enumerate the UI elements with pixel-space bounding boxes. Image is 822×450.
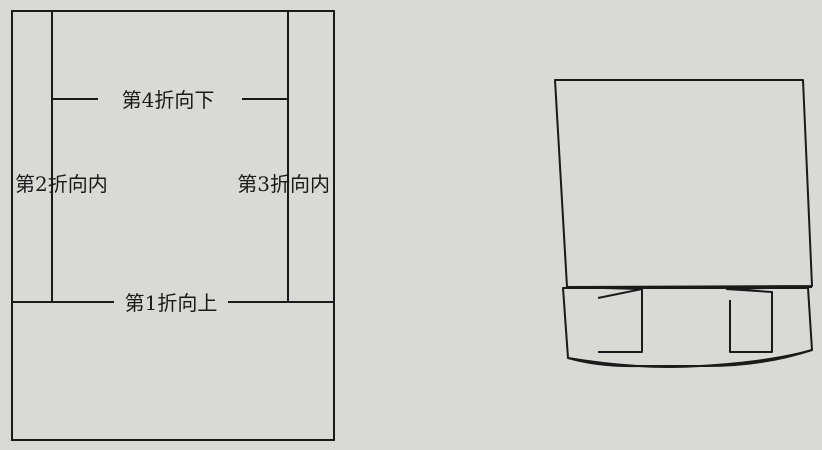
fold3-label: 第3折向内 xyxy=(237,172,330,196)
panel-lip-left xyxy=(566,286,643,290)
folded-top-panel xyxy=(554,79,813,288)
folded-result xyxy=(554,79,813,368)
right-inner-flap xyxy=(725,288,773,353)
fold4-label: 第4折向下 xyxy=(122,88,215,112)
unfolded-sheet xyxy=(11,10,335,441)
fold1-label: 第1折向上 xyxy=(125,291,218,315)
panel-lip-right xyxy=(725,286,813,290)
folded-back-panel xyxy=(562,287,813,368)
sheet-outline xyxy=(11,10,335,441)
left-inner-flap xyxy=(597,288,643,353)
folded-bottom-edge xyxy=(567,349,813,368)
fold-labels: 第4折向下 第2折向内 第3折向内 第1折向上 xyxy=(15,88,330,315)
fold2-label: 第2折向内 xyxy=(15,172,108,196)
